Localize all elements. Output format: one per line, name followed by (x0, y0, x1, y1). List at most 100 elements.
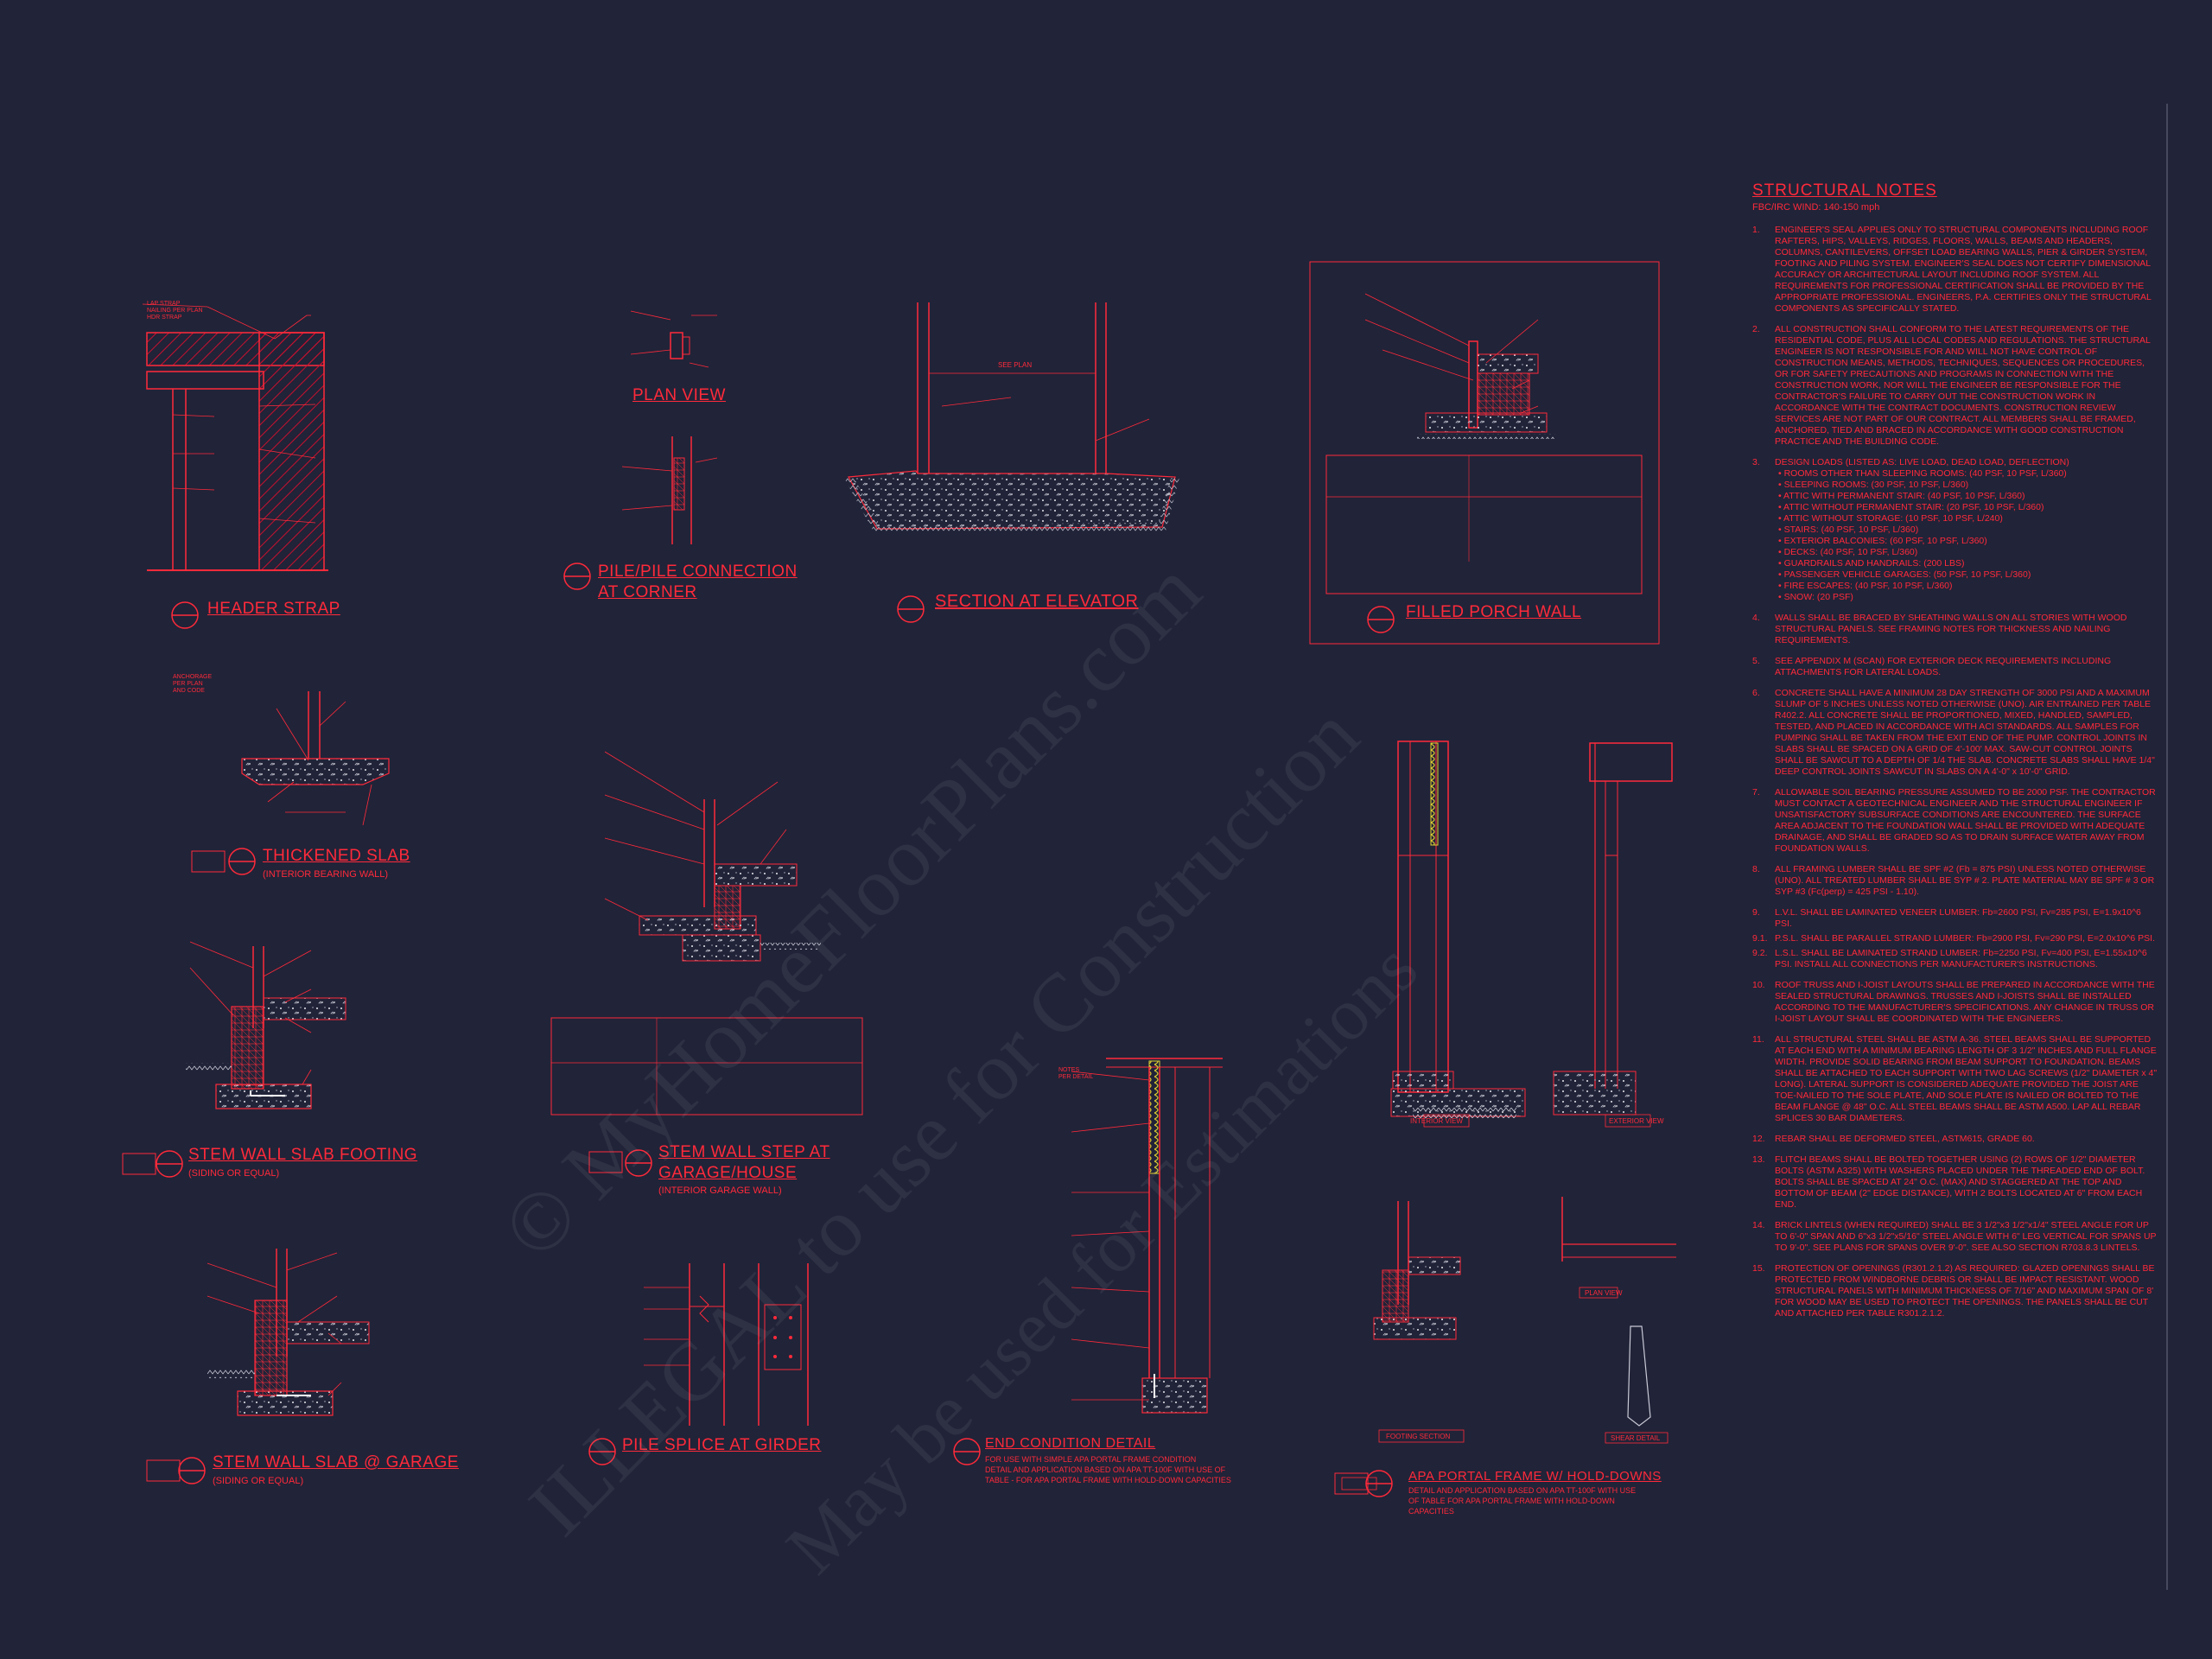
label-exterior-view: EXTERIOR VIEW (1609, 1117, 1664, 1125)
note-item: 8. ALL FRAMING LUMBER SHALL BE SPF #2 (Fb… (1752, 864, 2158, 898)
detail-title-stem-wall-step-2: GARAGE/HOUSE (658, 1164, 798, 1182)
design-load-text: STAIRS: (40 PSF, 10 PSF, L/360) (1783, 524, 1919, 535)
note-body: WALLS SHALL BE BRACED BY SHEATHING WALLS… (1775, 613, 2127, 645)
design-load-text: EXTERIOR BALCONIES: (60 PSF, 10 PSF, L/3… (1783, 536, 1987, 546)
note-item: 14. BRICK LINTELS (WHEN REQUIRED) SHALL B… (1752, 1220, 2158, 1254)
detail-subtitle-stem-wall-slab-footing: (SIDING OR EQUAL) (188, 1168, 280, 1179)
note-item: 7.ALLOWABLE SOIL BEARING PRESSURE ASSUME… (1752, 787, 2158, 855)
detail-stem-wall-slab-footing (186, 941, 346, 1109)
detail-subtitle-apa-portal-3: CAPACITIES (1408, 1507, 1454, 1516)
detail-title-pile-connection: PILE/PILE CONNECTION (598, 563, 798, 581)
design-load-item: • ATTIC WITH PERMANENT STAIR: (40 PSF, 1… (1775, 491, 2158, 502)
design-load-item: • FIRE ESCAPES: (40 PSF, 10 PSF, L/360) (1775, 581, 2158, 592)
design-load-item: • ATTIC WITHOUT PERMANENT STAIR: (20 PSF… (1775, 502, 2158, 513)
note-item: 5. SEE APPENDIX M (SCAN) FOR EXTERIOR DEC… (1752, 656, 2158, 678)
bullet-icon: • (1778, 558, 1784, 569)
detail-title-stem-wall-slab-footing: STEM WALL SLAB FOOTING (188, 1146, 418, 1164)
detail-title-header-strap: HEADER STRAP (207, 600, 340, 618)
note-body: ROOF TRUSS AND I-JOIST LAYOUTS SHALL BE … (1775, 980, 2155, 1024)
note-item: 1.ENGINEER'S SEAL APPLIES ONLY TO STRUCT… (1752, 225, 2158, 315)
note-number: 3. (1752, 457, 1760, 467)
detail-header-strap (142, 303, 328, 571)
label-interior-view: INTERIOR VIEW (1410, 1117, 1463, 1125)
label-shear-detail: SHEAR DETAIL (1611, 1434, 1661, 1442)
design-load-item: • EXTERIOR BALCONIES: (60 PSF, 10 PSF, L… (1775, 536, 2158, 547)
design-load-item: • PASSENGER VEHICLE GARAGES: (50 PSF, 10… (1775, 569, 2158, 581)
detail-title-end-condition: END CONDITION DETAIL (985, 1436, 1156, 1451)
detail-title-pile-connection-2: AT CORNER (598, 583, 697, 601)
bullet-icon: • (1778, 491, 1784, 501)
bullet-icon: • (1778, 480, 1784, 490)
detail-title-plan-view: PLAN VIEW (632, 386, 726, 404)
note-subitem-text: L.S.L. SHALL BE LAMINATED STRAND LUMBER:… (1775, 948, 2147, 969)
detail-title-apa-portal: APA PORTAL FRAME W/ HOLD-DOWNS (1408, 1469, 1662, 1484)
structural-notes: STRUCTURAL NOTES FBC/IRC WIND: 140-150 m… (1752, 181, 2158, 1329)
note-number: 11. (1752, 1034, 1764, 1045)
detail-title-filled-porch-wall: FILLED PORCH WALL (1406, 603, 1582, 621)
detail-filled-porch-wall (1309, 261, 1660, 645)
note-body: FLITCH BEAMS SHALL BE BOLTED TOGETHER US… (1775, 1154, 2145, 1210)
detail-title-pile-splice: PILE SPLICE AT GIRDER (622, 1436, 822, 1454)
note-number: 1. (1752, 225, 1760, 235)
note-number: 7. (1752, 787, 1760, 798)
note-item: 13. FLITCH BEAMS SHALL BE BOLTED TOGETHER… (1752, 1154, 2158, 1211)
note-text: ALL STRUCTURAL STEEL SHALL BE ASTM A-36.… (1775, 1034, 2158, 1124)
detail-title-stem-wall-step: STEM WALL STEP AT (658, 1143, 830, 1161)
detail-thickened-slab (241, 691, 390, 826)
note-text: WALLS SHALL BE BRACED BY SHEATHING WALLS… (1775, 613, 2158, 646)
note-item: 15. PROTECTION OF OPENINGS (R301.2.1.2) A… (1752, 1263, 2158, 1319)
detail-subtitle-apa-portal-2: OF TABLE FOR APA PORTAL FRAME WITH HOLD-… (1408, 1497, 1615, 1505)
note-body: CONCRETE SHALL HAVE A MINIMUM 28 DAY STR… (1775, 688, 2155, 777)
note-number: 14. (1752, 1220, 1765, 1230)
design-load-item: • SLEEPING ROOMS: (30 PSF, 10 PSF, L/360… (1775, 480, 2158, 491)
note-text: ALL FRAMING LUMBER SHALL BE SPF #2 (Fb =… (1775, 864, 2158, 898)
detail-subtitle-thickened-slab: (INTERIOR BEARING WALL) (263, 869, 389, 880)
detail-subtitle-end-condition: FOR USE WITH SIMPLE APA PORTAL FRAME CON… (985, 1455, 1197, 1464)
detail-apa-portal (1341, 741, 1676, 1491)
note-number: 15. (1752, 1263, 1765, 1274)
note-item: 4.WALLS SHALL BE BRACED BY SHEATHING WAL… (1752, 613, 2158, 646)
note-item: 12. REBAR SHALL BE DEFORMED STEEL, ASTM61… (1752, 1134, 2158, 1145)
note-body: ALL CONSTRUCTION SHALL CONFORM TO THE LA… (1775, 324, 2151, 447)
note-body: ALL FRAMING LUMBER SHALL BE SPF #2 (Fb =… (1775, 864, 2155, 897)
bullet-icon: • (1778, 502, 1784, 512)
design-load-text: GUARDRAILS AND HANDRAILS: (200 LBS) (1783, 558, 1965, 569)
note-body: L.V.L. SHALL BE LAMINATED VENEER LUMBER:… (1775, 907, 2141, 929)
detail-title-section-elevator: SECTION AT ELEVATOR (935, 592, 1139, 611)
note-body: SEE APPENDIX M (SCAN) FOR EXTERIOR DECK … (1775, 656, 2112, 677)
bullet-icon: • (1778, 592, 1784, 602)
bullet-icon: • (1778, 468, 1784, 479)
bullet-icon: • (1778, 547, 1784, 557)
note-text: BRICK LINTELS (WHEN REQUIRED) SHALL BE 3… (1775, 1220, 2158, 1254)
detail-title-thickened-slab: THICKENED SLAB (263, 847, 410, 865)
bullet-icon: • (1778, 513, 1784, 524)
note-number: 12. (1752, 1134, 1765, 1144)
note-text: FLITCH BEAMS SHALL BE BOLTED TOGETHER US… (1775, 1154, 2158, 1211)
note-number: 9. (1752, 907, 1760, 918)
detail-subtitle-stem-wall-garage: (SIDING OR EQUAL) (213, 1476, 304, 1486)
design-load-item: • STAIRS: (40 PSF, 10 PSF, L/360) (1775, 524, 2158, 536)
note-number: 5. (1752, 656, 1760, 666)
note-number: 8. (1752, 864, 1760, 874)
note-text: CONCRETE SHALL HAVE A MINIMUM 28 DAY STR… (1775, 688, 2158, 778)
note-text: PROTECTION OF OPENINGS (R301.2.1.2) AS R… (1775, 1263, 2158, 1319)
detail-pile-connection (621, 436, 718, 544)
note-number: 13. (1752, 1154, 1765, 1165)
detail-subtitle-stem-wall-step: (INTERIOR GARAGE WALL) (658, 1185, 782, 1196)
note-item: 9. L.V.L. SHALL BE LAMINATED VENEER LUMBE… (1752, 907, 2158, 970)
note-subitem: 9.2.L.S.L. SHALL BE LAMINATED STRAND LUM… (1752, 948, 2158, 970)
note-number: 6. (1752, 688, 1760, 698)
note-body: REBAR SHALL BE DEFORMED STEEL, ASTM615, … (1775, 1134, 2035, 1144)
note-item: 3.DESIGN LOADS (LISTED AS: LIVE LOAD, DE… (1752, 457, 2158, 603)
note-text: REBAR SHALL BE DEFORMED STEEL, ASTM615, … (1775, 1134, 2158, 1145)
bullet-icon: • (1778, 524, 1784, 535)
note-body: BRICK LINTELS (WHEN REQUIRED) SHALL BE 3… (1775, 1220, 2157, 1253)
note-item: 11. ALL STRUCTURAL STEEL SHALL BE ASTM A-… (1752, 1034, 2158, 1124)
label-plan-view-2: PLAN VIEW (1585, 1289, 1623, 1297)
design-load-text: DECKS: (40 PSF, 10 PSF, L/360) (1783, 547, 1918, 557)
detail-section-elevator (844, 302, 1179, 534)
design-load-text: ATTIC WITH PERMANENT STAIR: (40 PSF, 10 … (1783, 491, 2025, 501)
